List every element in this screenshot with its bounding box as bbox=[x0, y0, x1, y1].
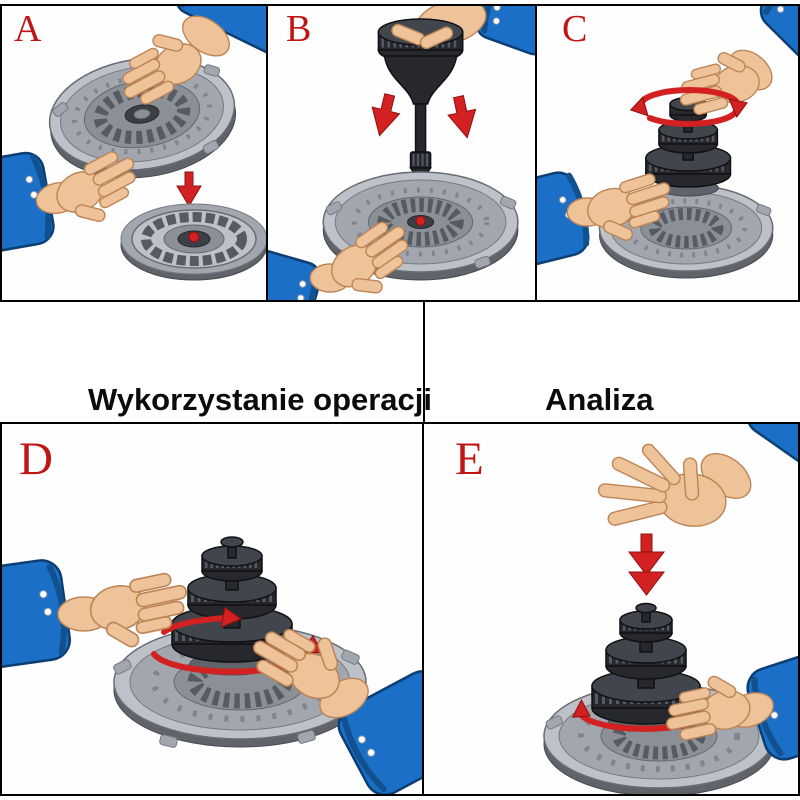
alignment-tool bbox=[645, 96, 732, 188]
panel-label: A bbox=[14, 8, 42, 50]
caption-band: Wykorzystanie operacji Analiza bbox=[0, 302, 800, 422]
sleeve bbox=[337, 670, 422, 794]
caption-analysis: Analiza bbox=[545, 382, 654, 417]
panel-d-illustration bbox=[2, 536, 422, 794]
finger bbox=[419, 26, 454, 50]
caption-operation: Wykorzystanie operacji bbox=[88, 382, 433, 417]
rotation-arrow-icon bbox=[629, 87, 748, 127]
hand bbox=[89, 572, 188, 648]
down-arrow-icon bbox=[447, 95, 477, 139]
panel-label: C bbox=[562, 8, 588, 50]
sleeve bbox=[475, 6, 535, 56]
hand bbox=[587, 173, 671, 241]
panel-c-illustration bbox=[537, 6, 798, 279]
panel-e-illustration bbox=[543, 424, 798, 794]
hand bbox=[56, 151, 136, 222]
hand bbox=[331, 221, 409, 294]
pressure-plate bbox=[48, 57, 237, 179]
down-arrow-icon bbox=[627, 533, 666, 596]
panel-a: A bbox=[0, 4, 268, 302]
panel-c: C bbox=[537, 4, 800, 302]
top-panel-row: A bbox=[0, 0, 800, 302]
hand bbox=[253, 628, 340, 700]
clutch-disc bbox=[120, 203, 266, 281]
panel-d: D bbox=[0, 422, 424, 796]
divider-line bbox=[423, 302, 425, 422]
panel-b-illustration bbox=[268, 6, 535, 300]
hand bbox=[597, 443, 727, 527]
sleeve bbox=[745, 424, 798, 489]
hand bbox=[122, 34, 202, 105]
panel-a-illustration bbox=[2, 6, 266, 281]
hand bbox=[665, 675, 751, 741]
panel-label: D bbox=[19, 433, 53, 485]
panel-label: B bbox=[286, 8, 312, 50]
panel-label: E bbox=[455, 433, 484, 485]
panel-b: B bbox=[268, 4, 537, 302]
bottom-panel-row: D bbox=[0, 422, 800, 796]
down-arrow-icon bbox=[176, 171, 202, 207]
sleeve bbox=[759, 6, 798, 84]
down-arrow-icon bbox=[371, 93, 401, 137]
panel-e: E bbox=[424, 422, 800, 796]
